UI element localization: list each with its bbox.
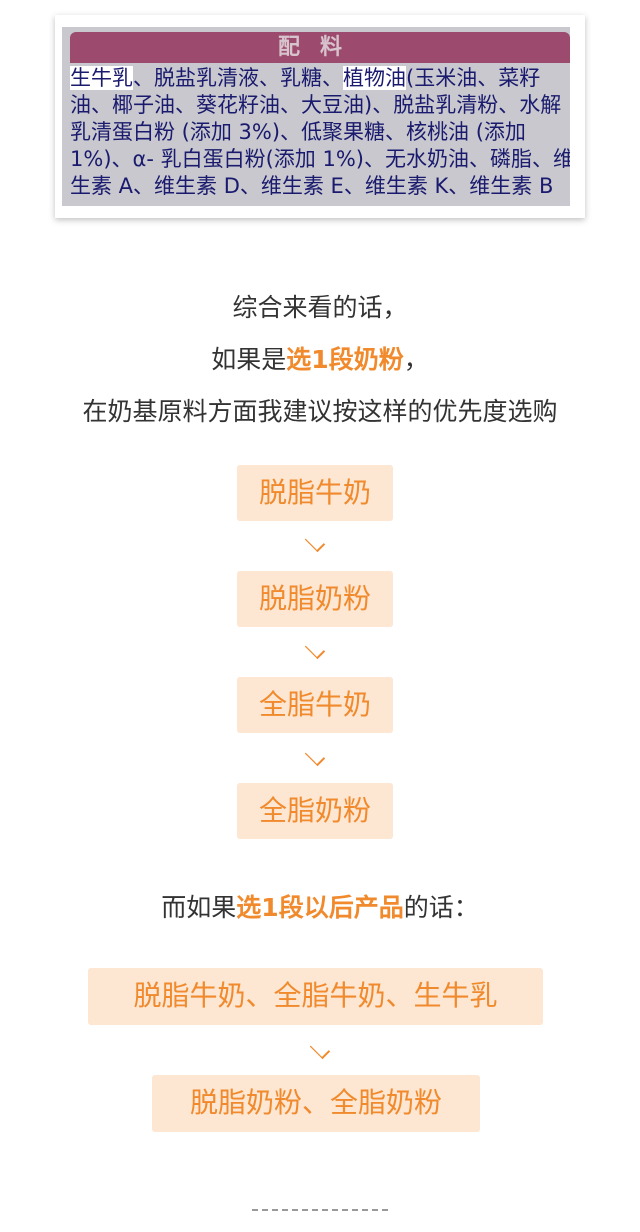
chevron-down-icon xyxy=(304,745,326,767)
highlight-vegetable-oil: 植物油 xyxy=(343,66,406,90)
highlight-raw-milk: 生牛乳 xyxy=(70,66,133,90)
intro-line-2: 如果是选1段奶粉， xyxy=(0,340,640,376)
ingredient-line: 生素 A、维生素 D、维生素 E、维生素 K、维生素 B xyxy=(70,174,554,198)
highlight-text: 选1段以后产品 xyxy=(236,893,404,922)
priority-box-2: 脱脂奶粉 xyxy=(237,571,393,627)
dashed-divider xyxy=(252,1209,388,1211)
ingredient-line: 1%)、α- 乳白蛋白粉(添加 1%)、无水奶油、磷脂、维 xyxy=(70,147,570,171)
ingredient-label-photo: 配料 生牛乳、脱盐乳清液、乳糖、植物油(玉米油、菜籽 油、椰子油、葵花籽油、大豆… xyxy=(62,27,570,206)
ingredient-text: (玉米油、菜籽 xyxy=(406,66,541,90)
highlight-text: 选1段奶粉 xyxy=(286,345,404,374)
ingredient-image-card: 配料 生牛乳、脱盐乳清液、乳糖、植物油(玉米油、菜籽 油、椰子油、葵花籽油、大豆… xyxy=(55,15,585,218)
chevron-down-icon xyxy=(304,638,326,660)
priority-box-4: 全脂奶粉 xyxy=(237,783,393,839)
priority-box-1: 脱脂牛奶 xyxy=(237,465,393,521)
ingredient-line: 乳清蛋白粉 (添加 3%)、低聚果糖、核桃油 (添加 xyxy=(70,120,526,144)
text: 的话： xyxy=(403,893,479,922)
intro-line-3: 在奶基原料方面我建议按这样的优先度选购 xyxy=(82,397,558,426)
later-stage-line: 而如果选1段以后产品的话： xyxy=(0,888,640,924)
ingredient-header: 配料 xyxy=(70,32,570,63)
ingredient-line: 油、椰子油、葵花籽油、大豆油)、脱盐乳清粉、水解 xyxy=(70,93,562,117)
text: 而如果 xyxy=(161,893,237,922)
priority-box-3: 全脂牛奶 xyxy=(237,677,393,733)
ingredient-list: 生牛乳、脱盐乳清液、乳糖、植物油(玉米油、菜籽 油、椰子油、葵花籽油、大豆油)、… xyxy=(70,65,570,200)
intro-line-1: 综合来看的话， xyxy=(232,293,408,322)
ingredient-text: 、脱盐乳清液、乳糖、 xyxy=(133,66,343,90)
later-priority-box-2: 脱脂奶粉、全脂奶粉 xyxy=(152,1075,480,1132)
chevron-down-icon xyxy=(304,531,326,553)
text: 如果是 xyxy=(211,345,287,374)
later-priority-box-1: 脱脂牛奶、全脂牛奶、生牛乳 xyxy=(88,968,543,1025)
chevron-down-icon xyxy=(309,1038,331,1060)
text: ， xyxy=(403,345,429,374)
